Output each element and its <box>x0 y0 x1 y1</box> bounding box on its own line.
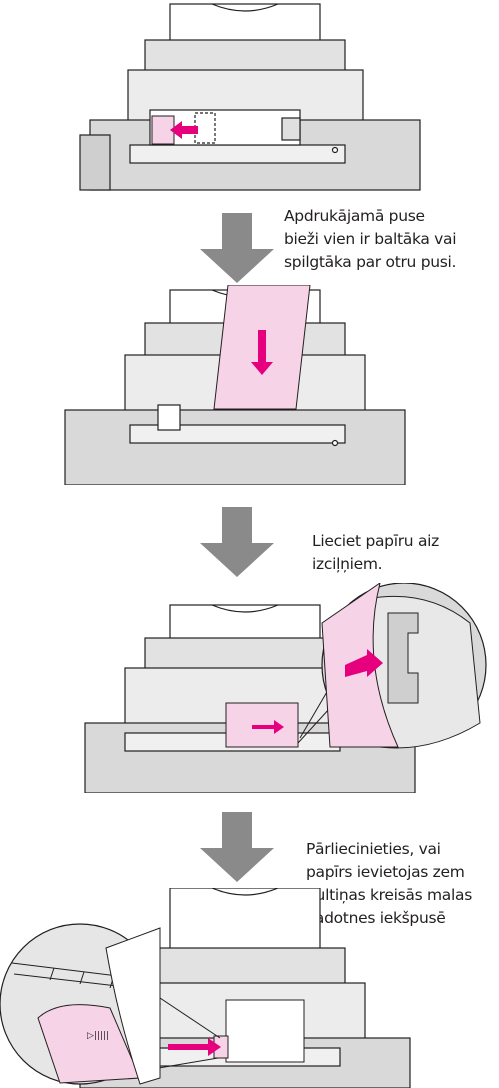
printer-illustration-3 <box>84 583 487 793</box>
step-note-2: Lieciet papīru aiz izciļņiem. <box>312 530 439 576</box>
printer-illustration-4: ▷||||| <box>0 888 411 1088</box>
down-arrow-icon <box>200 213 274 283</box>
note-line: izciļņiem. <box>312 555 383 573</box>
down-arrow-icon <box>200 507 274 577</box>
note-line: bieži vien ir baltāka vai <box>284 230 457 248</box>
note-line: Apdrukājamā puse <box>284 207 425 225</box>
note-line: vadotnes iekšpusē <box>306 909 446 927</box>
note-line: Pārliecinieties, vai <box>306 840 441 858</box>
note-line: Lieciet papīru aiz <box>312 532 439 550</box>
note-line: spilgtāka par otru pusi. <box>284 253 457 271</box>
note-line: papīrs ievietojas zem <box>306 863 465 881</box>
note-line: bultiņas kreisās malas <box>306 886 472 904</box>
step-note-3: Pārliecinieties, vai papīrs ievietojas z… <box>306 838 472 930</box>
printer-illustration-1 <box>79 3 421 191</box>
down-arrow-icon <box>200 812 274 882</box>
step-note-1: Apdrukājamā puse bieži vien ir baltāka v… <box>284 205 457 274</box>
inset-glyph: ▷||||| <box>87 1031 109 1041</box>
printer-illustration-2 <box>64 285 406 485</box>
